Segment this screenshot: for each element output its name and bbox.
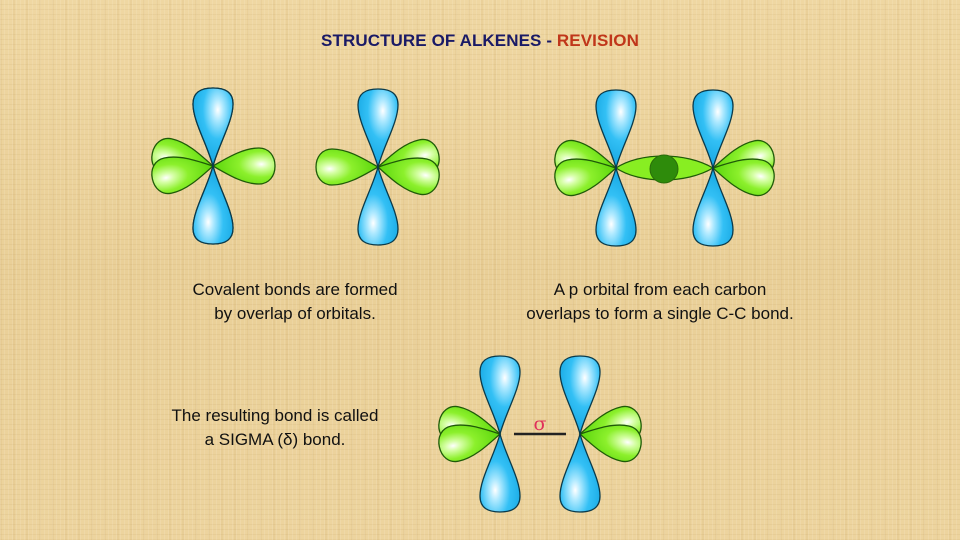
overlap-caption: Covalent bonds are formed by overlap of …	[150, 278, 440, 326]
caption-line: A p orbital from each carbon	[553, 280, 767, 299]
carbon-atom-right	[560, 356, 644, 512]
sigma-symbol: σ	[534, 413, 547, 435]
caption-line: by overlap of orbitals.	[214, 304, 376, 323]
separate-carbons-diagram	[149, 88, 443, 245]
carbon-atom-left	[436, 356, 520, 512]
sigma-caption: The resulting bond is called a SIGMA (δ)…	[130, 404, 420, 452]
title-main: STRUCTURE OF ALKENES -	[321, 31, 557, 50]
p-orbital-caption: A p orbital from each carbon overlaps to…	[480, 278, 840, 326]
sigma-bond-diagram: σ	[436, 356, 645, 512]
slide-title: STRUCTURE OF ALKENES - REVISION	[0, 31, 960, 51]
carbon-atom-right	[315, 89, 442, 245]
overlapping-carbons-diagram	[552, 90, 778, 246]
caption-line: The resulting bond is called	[171, 406, 379, 425]
caption-line: Covalent bonds are formed	[192, 280, 398, 299]
caption-line: overlaps to form a single C-C bond.	[526, 304, 794, 323]
title-accent: REVISION	[556, 31, 639, 50]
caption-line: a SIGMA (δ) bond.	[204, 430, 346, 449]
overlap-region	[649, 154, 679, 184]
carbon-atom-left	[149, 88, 276, 244]
